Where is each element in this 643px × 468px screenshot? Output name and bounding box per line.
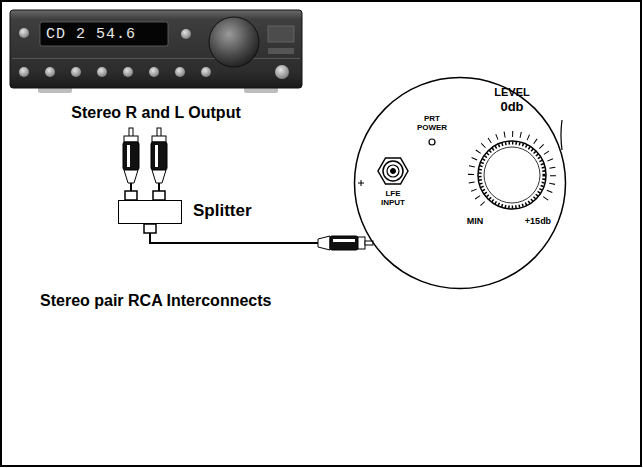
lfe-rca-plug (358, 237, 365, 249)
subwoofer-panel-parts (484, 147, 540, 203)
rca-plug-pair (123, 142, 139, 170)
preamplifier-picture (175, 67, 185, 77)
subwoofer-panel: LEVEL0dbPRT POWER LFE INPUT MIN +15db (353, 76, 567, 290)
preamplifier-picture (149, 67, 159, 77)
subwoofer-panel-parts (383, 161, 403, 181)
subwoofer-panel-parts (429, 139, 435, 145)
subwoofer-panel-parts (358, 180, 364, 186)
preamplifier-picture (19, 28, 29, 38)
cable-caption: Stereo pair RCA Interconnects (40, 292, 271, 310)
preamplifier-picture (19, 67, 29, 77)
rca-plug-pair (152, 136, 166, 142)
preamp-unit: Stereo R and L Output (8, 8, 304, 126)
lfe-rca-plug (318, 236, 330, 250)
cable-line (150, 224, 373, 243)
rca-plug-pair (158, 183, 160, 191)
subwoofer-panel-parts (358, 120, 562, 209)
preamplifier-picture (275, 65, 289, 79)
dial-min-label: MIN (459, 216, 491, 226)
preamplifier-picture (10, 10, 302, 93)
rca-plug-pair (124, 136, 138, 142)
preamplifier-picture (12, 58, 300, 59)
splitter-box: Splitter (118, 200, 274, 224)
level-title: LEVEL (481, 86, 543, 99)
splitter-ports (153, 191, 165, 200)
display-readout: CD 2 54.6 (46, 26, 136, 43)
preamplifier-picture (40, 22, 168, 46)
rca-plug-pair (152, 170, 166, 183)
lfe-rca-plug (330, 236, 358, 250)
subwoofer-panel-parts (378, 158, 408, 184)
power-led-label: PRT POWER (412, 114, 452, 132)
splitter-ports (125, 191, 137, 200)
splitter-label: Splitter (193, 201, 270, 221)
preamplifier-picture (268, 26, 294, 42)
panel-outline (355, 78, 566, 289)
rca-plug-pair (124, 170, 138, 183)
splitter-ports (144, 224, 156, 233)
preamplifier-picture (268, 48, 294, 54)
rca-plug-pair (127, 145, 130, 167)
subwoofer-panel-parts (391, 169, 396, 174)
preamplifier-picture (10, 10, 302, 88)
output-heading: Stereo R and L Output (7, 104, 305, 122)
preamplifier-picture (71, 67, 81, 77)
subwoofer-panel-parts (561, 120, 562, 150)
preamplifier-picture (209, 17, 259, 67)
rca-plug-pair (151, 142, 167, 170)
dial-max-label: +15db (519, 216, 557, 226)
subwoofer-panel-parts (478, 141, 546, 209)
subwoofer-panel-parts (387, 165, 399, 177)
rca-plug-pair (123, 128, 167, 191)
rca-plug-pair (155, 145, 158, 167)
lfe-rca-plug (318, 236, 373, 250)
lfe-rca-plug (333, 239, 355, 242)
preamplifier-picture (97, 67, 107, 77)
input-label: LFE INPUT (373, 189, 413, 207)
preamplifier-picture (181, 29, 191, 39)
level-value: 0db (486, 100, 538, 115)
rca-plug-pair (130, 183, 132, 191)
panel-outline (353, 76, 567, 290)
subwoofer-panel-parts (480, 143, 544, 207)
preamplifier-picture (45, 67, 55, 77)
splitter-outline (118, 200, 182, 224)
preamplifier-picture (123, 67, 133, 77)
preamplifier-picture (201, 67, 211, 77)
